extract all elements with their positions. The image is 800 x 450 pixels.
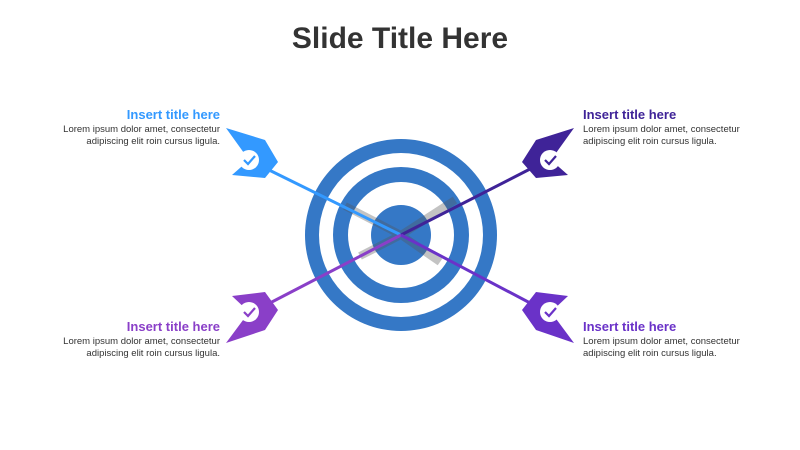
item-title: Insert title here (583, 319, 677, 334)
slide-title: Slide Title Here (291, 22, 509, 55)
checkmark-badge-icon (239, 150, 259, 170)
item-title: Insert title here (126, 107, 220, 122)
item-text-line2: adipiscing elit roin cursus ligula. (583, 136, 717, 147)
arrow-bottom-left (226, 233, 402, 343)
item-text-line1: Lorem ipsum dolor amet, consectetur (63, 336, 220, 347)
item-top-left: Insert title here Lorem ipsum dolor amet… (0, 107, 220, 148)
item-text-line1: Lorem ipsum dolor amet, consectetur (63, 124, 220, 135)
item-text-line2: adipiscing elit roin cursus ligula. (583, 348, 717, 359)
item-title: Insert title here (126, 319, 220, 334)
checkmark-badge-icon (540, 302, 560, 322)
item-bottom-right: Insert title here Lorem ipsum dolor amet… (583, 319, 800, 360)
arrow-top-right (400, 128, 574, 237)
item-title: Insert title here (583, 107, 677, 122)
arrow-bottom-right (400, 233, 574, 343)
item-text-line2: adipiscing elit roin cursus ligula. (86, 136, 220, 147)
item-text-line2: adipiscing elit roin cursus ligula. (86, 348, 220, 359)
arrow-top-left (226, 128, 402, 237)
item-top-right: Insert title here Lorem ipsum dolor amet… (583, 107, 800, 148)
item-bottom-left: Insert title here Lorem ipsum dolor amet… (0, 319, 220, 360)
checkmark-badge-icon (239, 302, 259, 322)
checkmark-badge-icon (540, 150, 560, 170)
item-text-line1: Lorem ipsum dolor amet, consectetur (583, 336, 740, 347)
item-text-line1: Lorem ipsum dolor amet, consectetur (583, 124, 740, 135)
